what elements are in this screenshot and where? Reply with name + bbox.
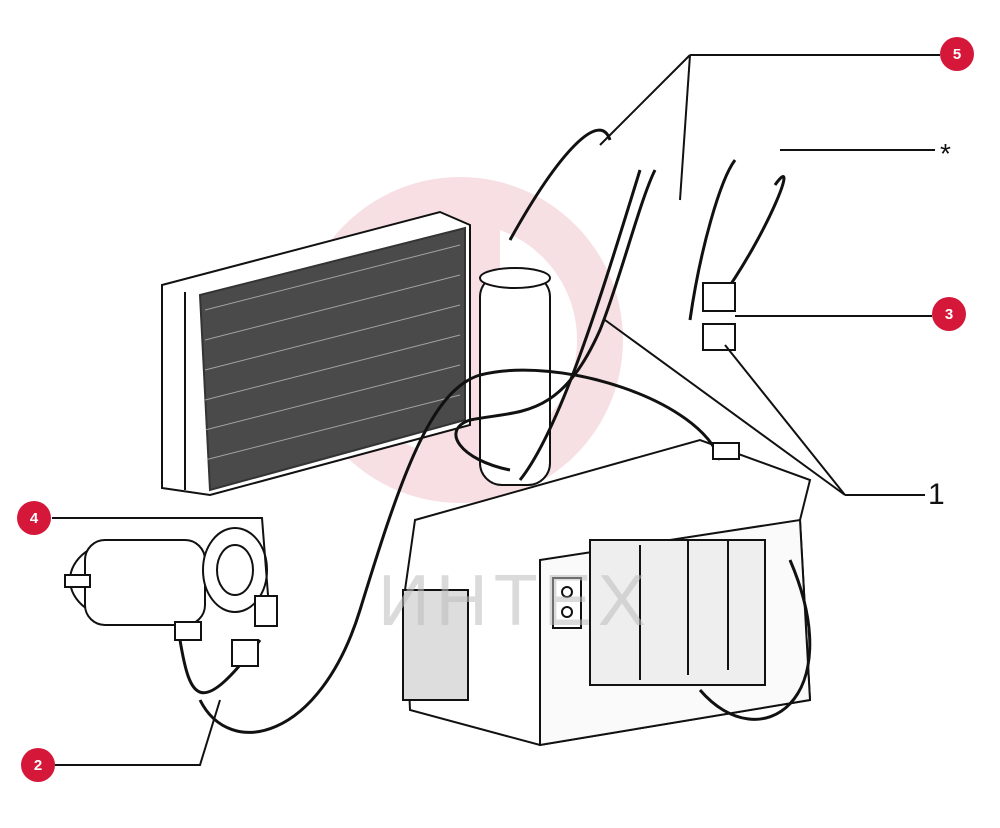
compressor — [64, 527, 268, 626]
callout-4-label: 4 — [29, 509, 39, 527]
condenser-radiator — [161, 210, 471, 497]
part-label-asterisk: * — [940, 138, 951, 169]
electrical-connectors — [174, 282, 740, 667]
hoses — [178, 128, 812, 734]
receiver-dryer — [479, 267, 551, 486]
leader-lines — [52, 54, 940, 766]
part-label-1: 1 — [928, 478, 945, 511]
callout-5: 5 — [940, 37, 974, 71]
evaporator-unit — [402, 438, 812, 747]
callout-3: 3 — [932, 297, 966, 331]
callout-4: 4 — [17, 501, 51, 535]
callout-2: 2 — [21, 748, 55, 782]
callout-3-label: 3 — [944, 305, 954, 323]
callout-5-label: 5 — [952, 45, 962, 63]
callout-2-label: 2 — [33, 756, 43, 774]
watermark-text: ИНТЕХ — [378, 561, 652, 641]
